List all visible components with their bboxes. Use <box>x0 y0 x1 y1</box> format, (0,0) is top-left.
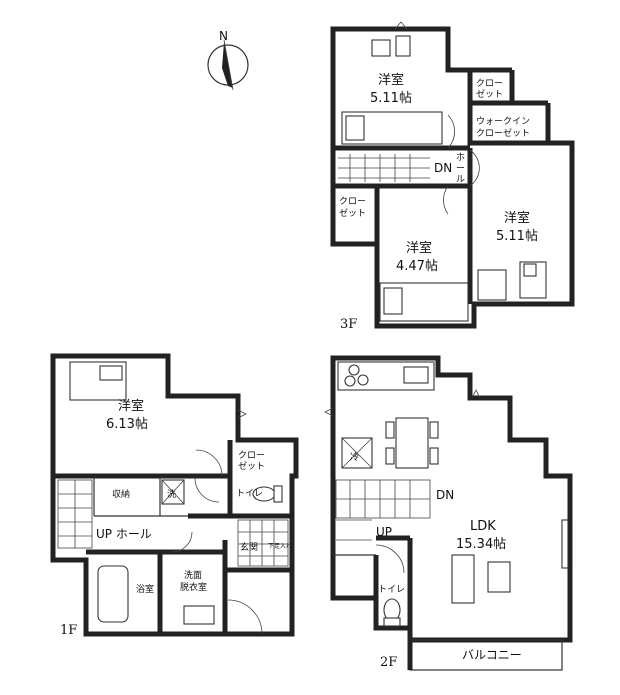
room-1f-size: 6.13帖 <box>106 417 148 432</box>
pillow-3f-b <box>383 287 403 315</box>
storage-label: 収納 <box>112 488 130 500</box>
balcony-label: バルコニー <box>462 648 522 662</box>
kitchen-sink <box>403 366 429 384</box>
hall-label-1: ホ <box>456 152 465 163</box>
entrance-floor <box>237 519 289 567</box>
dining-table <box>395 417 429 469</box>
closet-3f-a-label-2: ゼット <box>476 88 503 100</box>
room-3f-c-name: 洋室 <box>504 210 530 226</box>
stairs-down-label-2f: DN <box>436 488 454 502</box>
laundry-label: 洗 <box>167 488 176 500</box>
pillow-1f <box>99 365 123 381</box>
room-3f-b-size: 4.47帖 <box>396 259 438 274</box>
stove-burner-icon <box>348 364 360 376</box>
sofa <box>451 554 475 604</box>
floor-label-1f: 1F <box>60 623 77 638</box>
coffee-table <box>487 561 511 593</box>
room-3f-b-name: 洋室 <box>406 240 432 256</box>
hall-label-2: ー <box>456 164 465 174</box>
desk-3f-c <box>477 269 507 301</box>
room-3f-a-name: 洋室 <box>378 72 404 88</box>
compass: N <box>207 29 249 91</box>
desk-3f-a <box>371 39 391 57</box>
walkin-closet-label-2: クローゼット <box>476 127 530 139</box>
toilet-label-2f: トイレ <box>378 585 405 595</box>
chair-3f-a <box>395 35 411 57</box>
ldk-size: 15.34帖 <box>456 537 506 552</box>
closet-1f-label-1: クロー <box>238 450 265 461</box>
bathtub <box>97 565 129 623</box>
washroom-label-1: 洗面 <box>184 569 202 581</box>
bath-label: 浴室 <box>136 583 154 595</box>
closet-3f-a-label-1: クロー <box>476 78 503 89</box>
washroom-label-2: 脱衣室 <box>180 581 207 593</box>
walkin-closet-label-1: ウォークイン <box>476 116 530 127</box>
first-floor-plan: 洋室 6.13帖 クロー ゼット 収納 洗 トイレ UP ホール 玄関 下足入れ… <box>50 353 299 638</box>
shoe-cabinet-label: 下足入れ <box>268 543 292 550</box>
fridge-label: 冷 <box>350 451 359 463</box>
room-3f-a-size: 5.11帖 <box>370 91 412 106</box>
first-floor-outer-wall <box>50 353 299 637</box>
room-1f-name: 洋室 <box>118 398 144 414</box>
room-3f-c-size: 5.11帖 <box>496 229 538 244</box>
closet-1f-label-2: ゼット <box>238 460 265 472</box>
up-hall-label: UP ホール <box>96 527 152 541</box>
washbasin <box>183 605 215 625</box>
north-label: N <box>219 29 228 43</box>
hall-label-3: ル <box>456 175 465 185</box>
third-floor-stairs <box>338 154 430 182</box>
third-floor-plan: 洋室 5.11帖 クロー ゼット ウォークイン クローゼット DN ホ ー ル … <box>330 21 575 332</box>
door-swing-3f-1 <box>447 114 455 149</box>
entrance-label: 玄関 <box>240 541 258 553</box>
second-floor-plan: 冷 DN UP トイレ LDK 15.34帖 バルコニー 2F <box>324 355 573 671</box>
door-swing-3f-2 <box>469 149 480 187</box>
closet-3f-b-label-1: クロー <box>339 196 366 207</box>
toilet-label-1f: トイレ <box>236 489 263 499</box>
closet-3f-b-label-2: ゼット <box>339 207 366 219</box>
door-swing-2f-toilet <box>375 544 405 574</box>
pillow-3f-a <box>345 115 365 141</box>
stairs-down-label: DN <box>434 161 452 175</box>
ldk-name: LDK <box>470 519 496 534</box>
stairs-up-label-2f: UP <box>376 525 392 539</box>
floor-label-3f: 3F <box>340 317 357 332</box>
second-floor-stairs <box>335 479 431 541</box>
tv-stand <box>561 519 569 569</box>
floor-label-2f: 2F <box>380 655 397 670</box>
first-floor-stairs <box>57 479 93 549</box>
door-swing-3f-3 <box>443 185 449 215</box>
